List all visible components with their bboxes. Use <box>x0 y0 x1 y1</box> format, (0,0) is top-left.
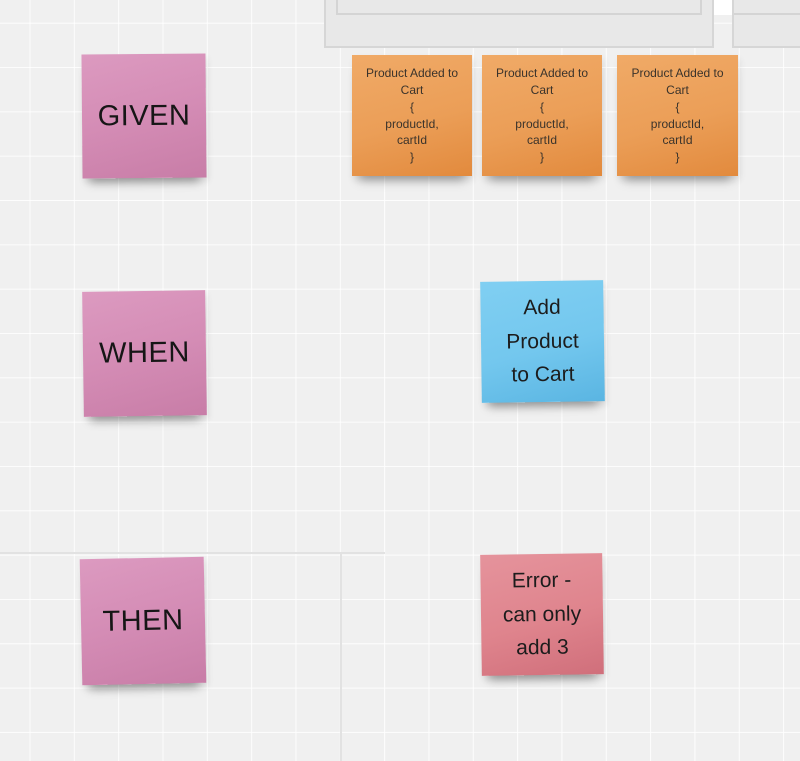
sticky-note-command-add-product[interactable]: Add Product to Cart <box>480 280 605 403</box>
frame-guide-line-horizontal <box>0 552 385 554</box>
frame-top-right[interactable] <box>732 0 800 48</box>
sticky-note-label: Error - can only add 3 <box>502 568 582 660</box>
sticky-note-then[interactable]: THEN <box>79 556 207 686</box>
sticky-note-event-product-added-3[interactable]: Product Added to Cart { productId, cartI… <box>617 55 738 176</box>
sticky-note-label: GIVEN <box>97 99 191 132</box>
sticky-note-label: Add Product to Cart <box>506 295 579 387</box>
sticky-note-label: THEN <box>102 603 184 638</box>
sticky-note-event-product-added-2[interactable]: Product Added to Cart { productId, cartI… <box>482 55 602 176</box>
sticky-note-event-product-added-1[interactable]: Product Added to Cart { productId, cartI… <box>352 55 472 176</box>
frame-top-center[interactable] <box>324 0 714 48</box>
sticky-note-given[interactable]: GIVEN <box>81 53 207 179</box>
sticky-note-when[interactable]: WHEN <box>82 290 207 417</box>
sticky-note-label: WHEN <box>98 336 191 370</box>
frame-gap-highlight <box>714 0 732 15</box>
sticky-note-error[interactable]: Error - can only add 3 <box>480 553 604 676</box>
frame-top-center-inner-border <box>336 0 702 15</box>
sticky-note-label: Product Added to Cart { productId, cartI… <box>365 66 459 165</box>
frame-guide-line-vertical <box>340 552 342 761</box>
frame-top-right-inner-border <box>734 0 800 15</box>
sticky-note-label: Product Added to Cart { productId, cartI… <box>495 66 589 165</box>
sticky-note-label: Product Added to Cart { productId, cartI… <box>631 66 724 165</box>
